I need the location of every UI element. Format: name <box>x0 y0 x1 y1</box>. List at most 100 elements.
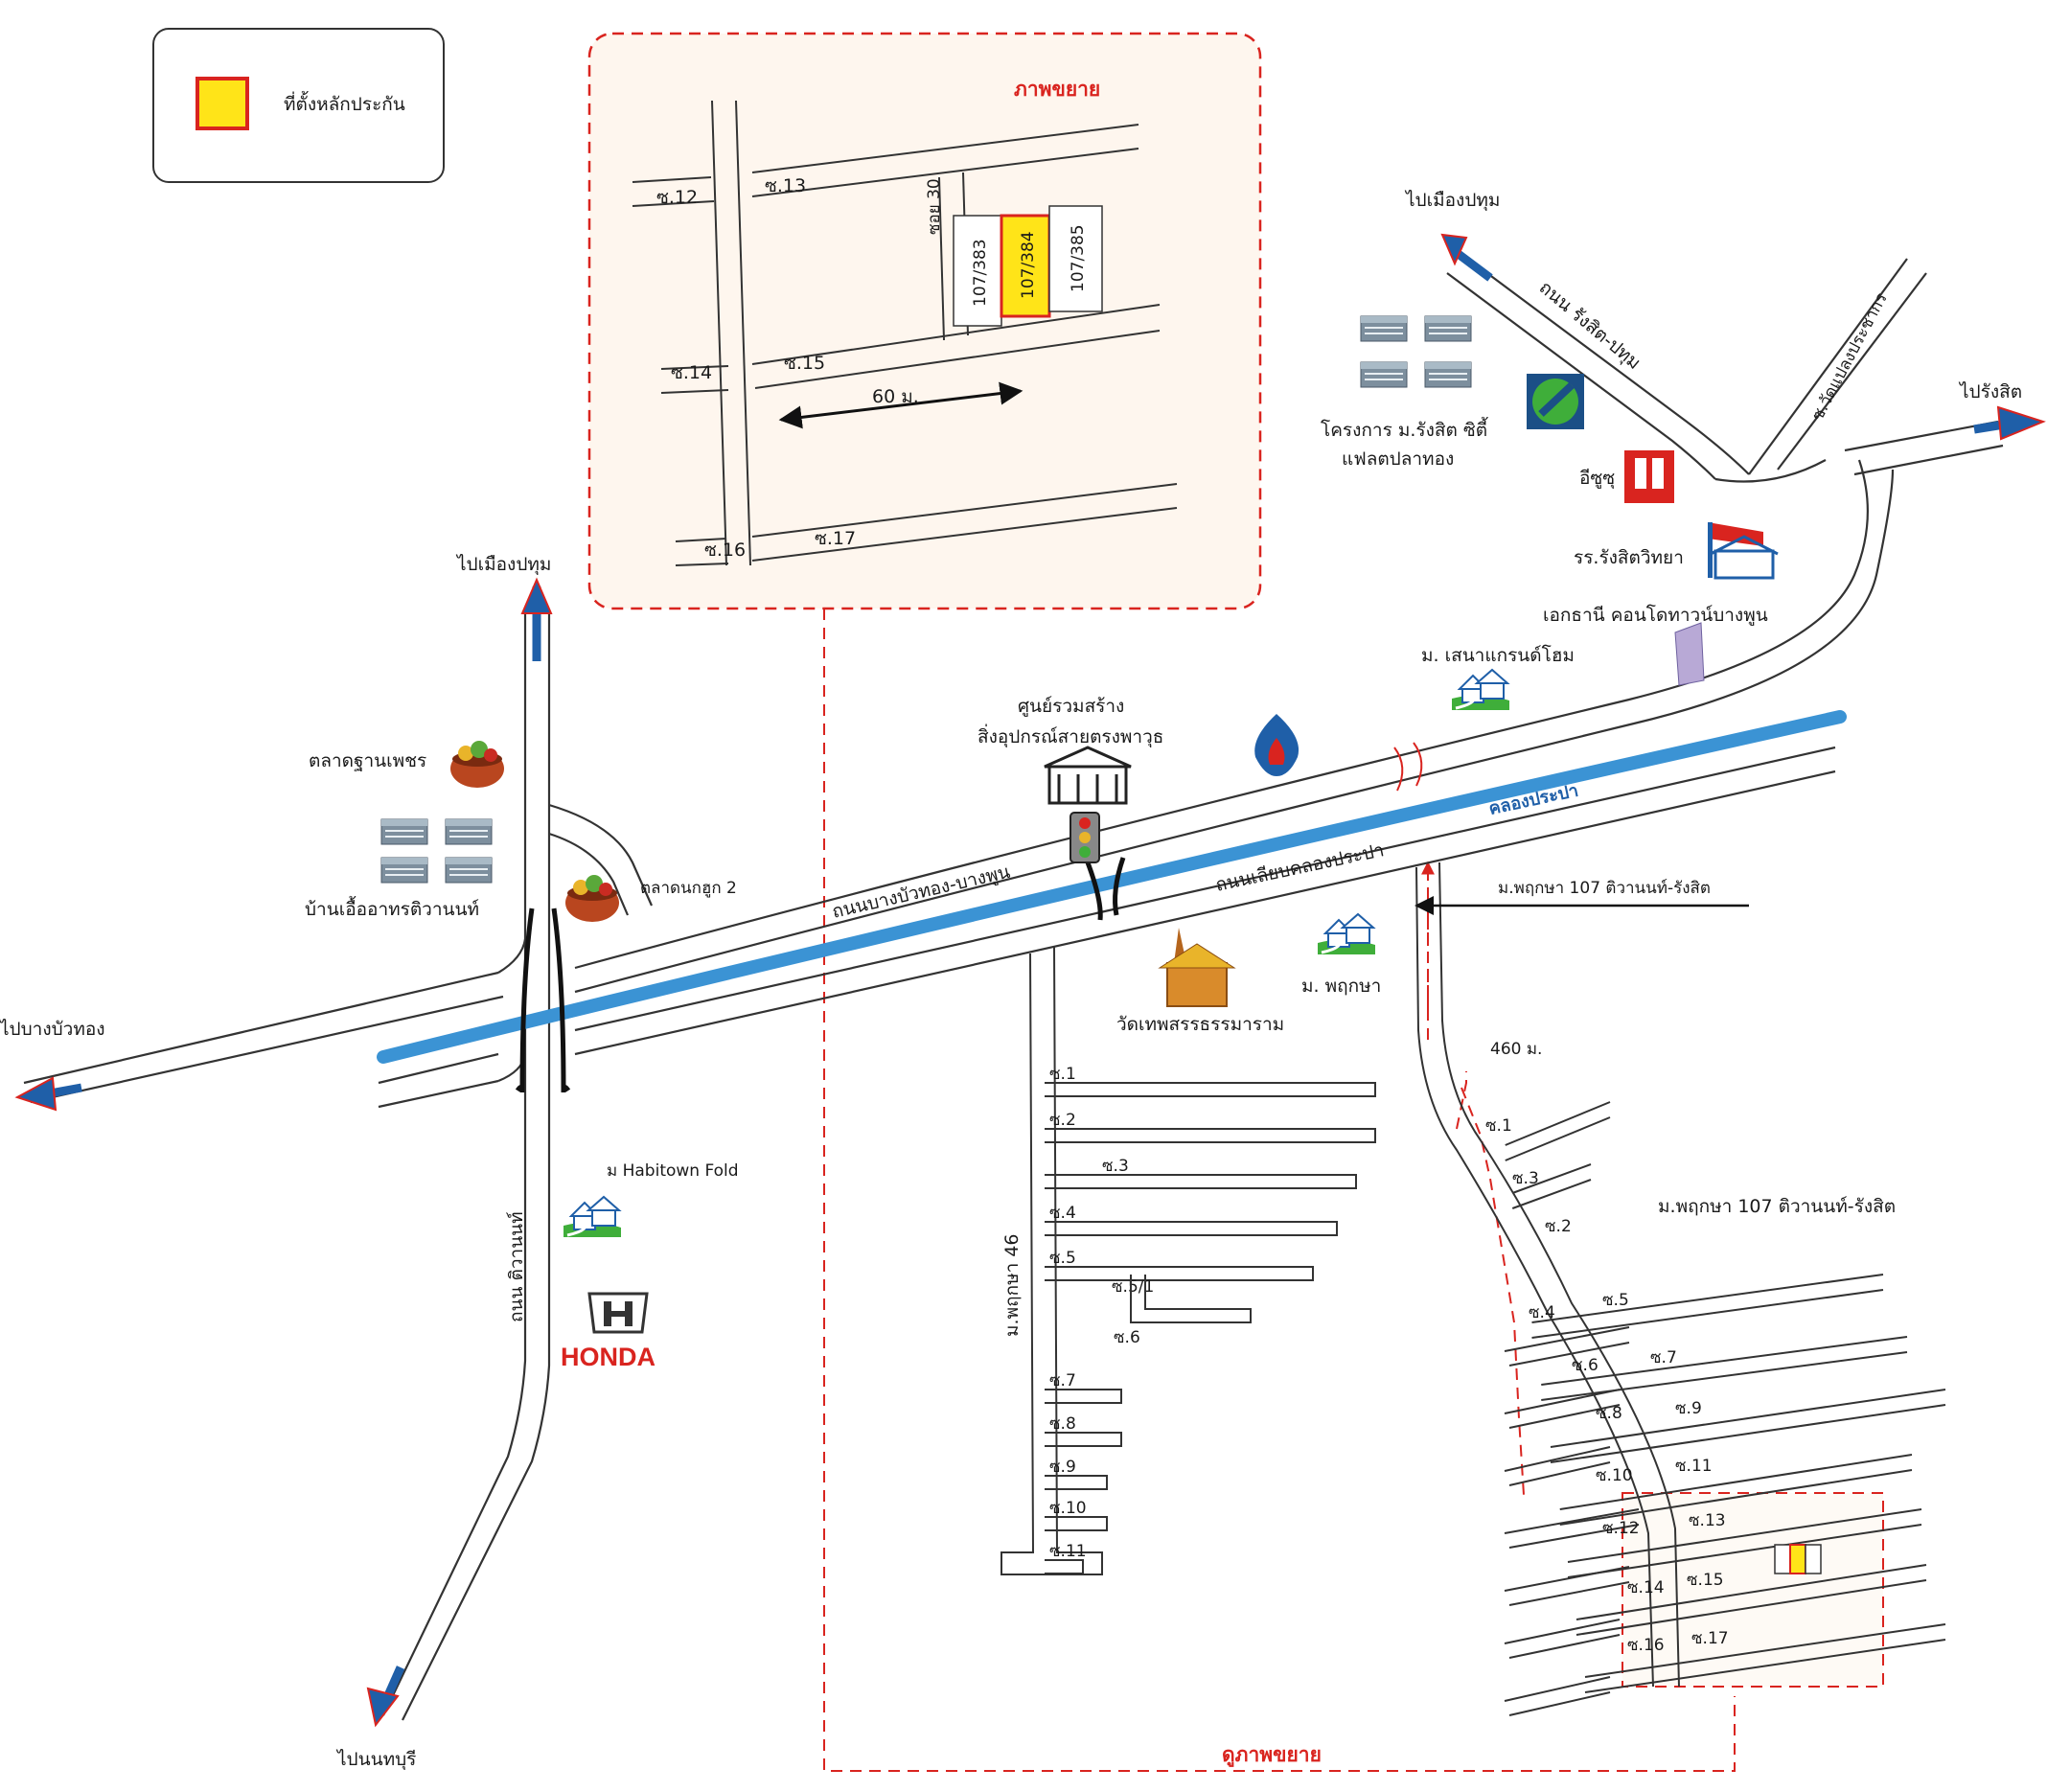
label-habitown: ม Habitown Fold <box>607 1161 739 1181</box>
soi-label: ซ.9 <box>1049 1458 1076 1477</box>
label-mart2: สิ่งอุปกรณ์สายตรงพาวุธ <box>978 724 1163 748</box>
isuzu-icon <box>1624 450 1674 503</box>
soi-label: ซ.10 <box>1596 1466 1633 1485</box>
label-market2: ตลาดนกฮูก 2 <box>640 879 737 898</box>
road-pruksa46: ม.พฤกษา 46 <box>1001 1233 1023 1337</box>
bridge-junction <box>1085 857 1126 921</box>
label-rangsit-city: โครงการ ม.รังสิต ซิตี้ <box>1321 417 1488 441</box>
condo-icon <box>1674 622 1705 686</box>
ptt-icon <box>1254 714 1300 776</box>
soi-label: ซ.5/1 <box>1112 1277 1154 1297</box>
soi-road <box>1045 1221 1338 1236</box>
soi-label: ซ.4 <box>1529 1303 1555 1322</box>
inset-side-road: ซอย 30 <box>925 178 944 235</box>
soi-label: ซ.9 <box>1675 1399 1702 1418</box>
mart-icon <box>1044 746 1132 805</box>
soi-label: ซ.7 <box>1650 1348 1677 1367</box>
soi-label: ซ.6 <box>1114 1328 1140 1347</box>
soi-label: ซ.4 <box>1049 1204 1076 1223</box>
soi-label: ซ.15 <box>1687 1571 1724 1590</box>
soi-label: ซ.1 <box>1485 1116 1512 1136</box>
traffic-light-icon <box>1070 812 1100 863</box>
soi-road <box>1045 1432 1122 1447</box>
label-condo: เอกธานี คอนโดทาวน์บางพูน <box>1543 604 1768 626</box>
soi-road <box>1045 1266 1314 1281</box>
soi-road <box>1504 1676 1611 1716</box>
label-pruksa: ม. พฤกษา <box>1301 976 1381 997</box>
main-roads <box>23 253 2004 1721</box>
soi-label: ซ.12 <box>1602 1519 1640 1538</box>
soi-label: ซ.17 <box>1691 1629 1729 1648</box>
soi-label: ซ.5 <box>1049 1249 1076 1268</box>
lot-107-384 <box>1000 214 1051 318</box>
dest-north-right: ไปเมืองปทุม <box>1404 190 1500 212</box>
soi-label: ซ.8 <box>1596 1404 1622 1423</box>
inset-soi-labels: ซ.12 ซ.13 ซ.14 ซ.15 ซ.16 ซ.17 <box>656 175 856 561</box>
road-rangsit-pathum: ถนน รังสิต-ปทุม <box>1534 277 1644 375</box>
inset-soi-16: ซ.16 <box>704 540 746 561</box>
soi-road <box>1541 1336 1908 1401</box>
soi-road <box>1504 1446 1611 1486</box>
soi-road <box>1045 1082 1376 1097</box>
legend-marker <box>196 77 249 130</box>
soi-road <box>1504 1326 1630 1367</box>
inset-soi-12: ซ.12 <box>656 187 698 208</box>
soi-road-5-1 <box>1130 1275 1252 1323</box>
inset-panel: ภาพขยาย 107/383 107/384 107/385 ซอย 30 ซ… <box>587 32 1262 610</box>
canal <box>377 710 1847 1064</box>
legend-label: ที่ตั้งหลักประกัน <box>284 91 405 115</box>
school-icon <box>1708 522 1779 580</box>
soi-road <box>1045 1516 1108 1531</box>
inset-distance: 60 ม. <box>872 386 919 407</box>
soi-road <box>1550 1389 1946 1463</box>
direction-arrows <box>14 233 2046 1728</box>
label-pruksa107: ม.พฤกษา 107 ติวานนท์-รังสิต <box>1658 1196 1896 1217</box>
pruksa-icon <box>1316 912 1377 956</box>
soi-road <box>1045 1174 1357 1189</box>
site-marker <box>1774 1544 1822 1574</box>
inset-frame <box>587 32 1262 610</box>
legend: ที่ตั้งหลักประกัน <box>152 28 445 183</box>
soi-road <box>1045 1475 1108 1490</box>
label-plaplathong: แฟลตปลาทอง <box>1342 448 1454 470</box>
soi-label: ซ.10 <box>1049 1499 1087 1518</box>
soi-label: ซ.5 <box>1602 1291 1629 1310</box>
market1-icon <box>450 741 504 788</box>
soi-road <box>1504 1566 1630 1606</box>
bangchak-icon <box>1527 374 1584 429</box>
inset-soi-17: ซ.17 <box>815 528 856 549</box>
lot-label-3: 107/385 <box>1069 224 1088 292</box>
bridge-tiwanon <box>515 907 571 1093</box>
soi-road <box>1504 1389 1621 1429</box>
soi-label: ซ.8 <box>1049 1414 1076 1434</box>
road-tiwanon: ถนน ติวานนท์ <box>506 1211 527 1322</box>
inset-roads <box>632 100 1178 566</box>
soi-label: ซ.2 <box>1545 1217 1572 1236</box>
label-flats: บ้านเอื้ออาทรติวานนท์ <box>305 896 479 920</box>
label-senagrand: ม. เสนาแกรนด์โฮม <box>1421 644 1575 666</box>
lot-107-383 <box>953 215 1002 327</box>
lot-label-1: 107/383 <box>971 239 990 307</box>
soi-label: ซ.3 <box>1512 1169 1539 1188</box>
soi-label: ซ.3 <box>1102 1157 1129 1176</box>
inset-soi-14: ซ.14 <box>671 362 712 383</box>
pruksa46-sois: ซ.1ซ.2ซ.3ซ.4ซ.5ซ.5/1ซ.6ซ.7ซ.8ซ.9ซ.10ซ.11 <box>1045 1065 1376 1574</box>
temple-icon <box>1158 928 1236 1007</box>
soi-road <box>1576 1564 1927 1636</box>
lot-label-2: 107/384 <box>1019 231 1038 299</box>
dest-south: ไปนนทบุรี <box>335 1749 416 1771</box>
inset-title: ภาพขยาย <box>1014 78 1100 101</box>
pruksa107-trunk <box>1415 862 1680 1688</box>
senagrand-icon <box>1450 668 1511 712</box>
lot-107-385 <box>1048 205 1103 312</box>
label-to-site: ม.พฤกษา 107 ติวานนท์-รังสิต <box>1498 879 1711 898</box>
soi-road <box>1559 1454 1913 1526</box>
soi-label: ซ.2 <box>1049 1111 1076 1130</box>
soi-label: ซ.13 <box>1689 1511 1726 1530</box>
label-school: รร.รังสิตวิทยา <box>1574 547 1684 568</box>
zoom-link[interactable]: ดูภาพขยาย <box>1222 1743 1322 1768</box>
soi-label: ซ.11 <box>1675 1457 1713 1476</box>
soi-road <box>1045 1128 1376 1143</box>
label-market1: ตลาดฐานเพชร <box>309 750 426 771</box>
